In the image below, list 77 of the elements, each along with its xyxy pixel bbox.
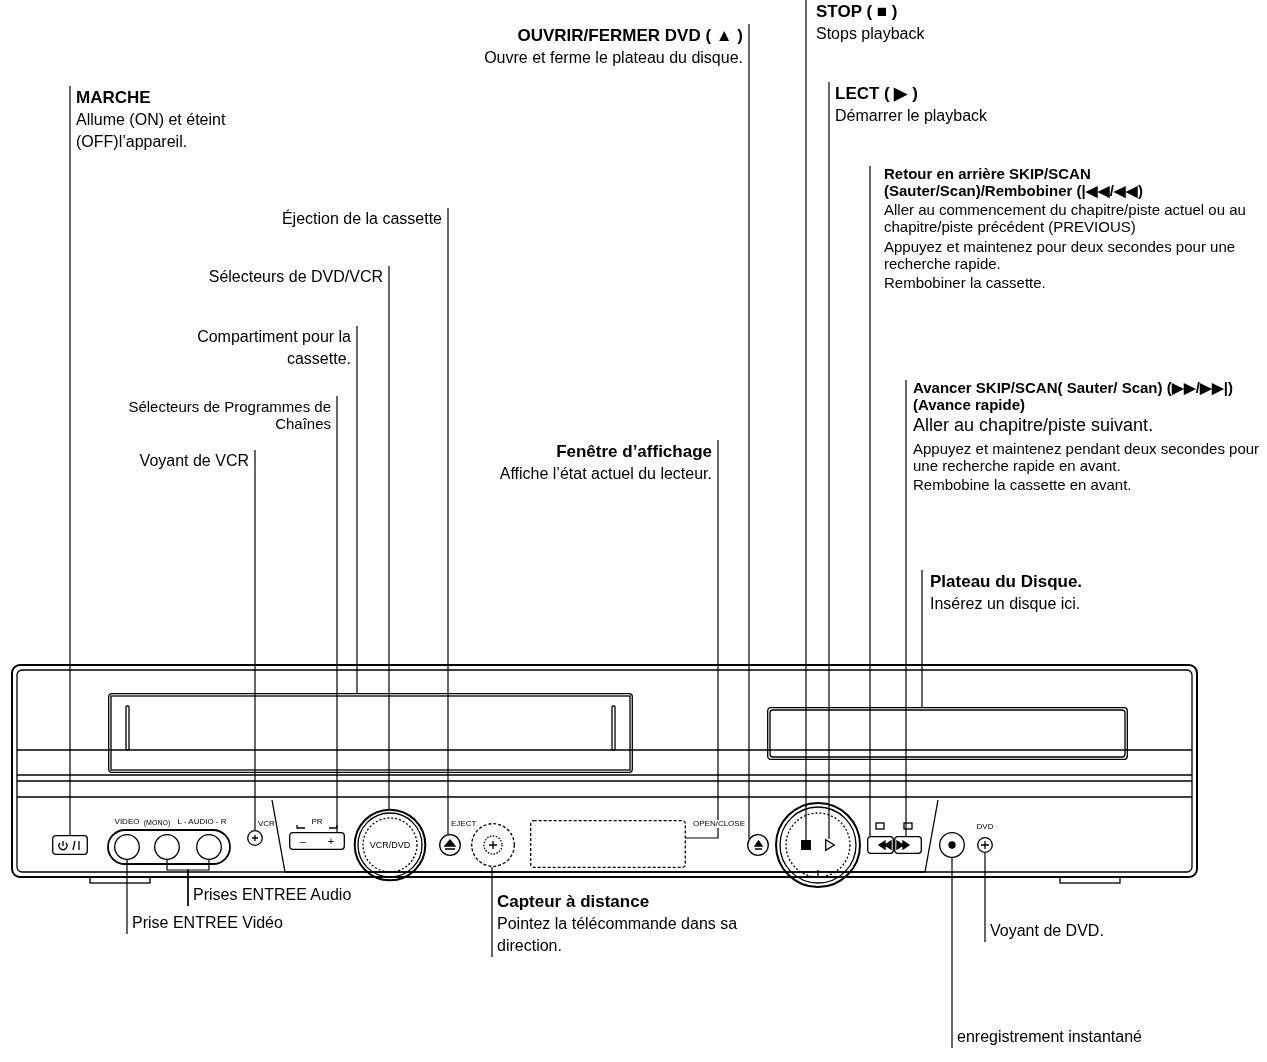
callout-text: Stops playback [816, 24, 926, 45]
callout-heading: Retour en arrière SKIP/SCAN (Sauter/Scan)/Rembobiner (|◀◀/◀◀) [884, 166, 1144, 199]
audio-jack [196, 834, 222, 860]
disc-tray [767, 707, 1128, 760]
leader-line [388, 265, 390, 810]
display-window [530, 820, 686, 868]
callout-text: Sélecteurs de Programmes de Chaînes [127, 398, 331, 433]
callout-text: Démarrer le playback [835, 106, 989, 127]
callout-heading: STOP ( ■ ) [816, 1, 899, 23]
callout-text: Appuyez et maintenez pour deux secondes pour une recherche rapide. [884, 237, 1237, 272]
leader-line [984, 852, 986, 943]
leader-line [748, 23, 750, 840]
callout-text: Voyant de DVD. [990, 921, 1105, 941]
leader-line [921, 569, 923, 708]
callout-heading: Avancer SKIP/SCAN( Sauter/ Scan) (▶▶/▶▶|)(Avance rapide) [913, 380, 1235, 413]
panel-label: OPEN/CLOSE [693, 820, 745, 828]
callout-text: Compartiment pour la cassette. [196, 327, 351, 369]
panel-label: DVD [976, 823, 994, 831]
callout-text: Affiche l’état actuel du lecteur. [498, 464, 712, 485]
callout-heading: LECT ( ▶ ) [835, 83, 919, 105]
callout-text: Aller au chapitre/piste suivant. [913, 414, 1155, 437]
indicator-light [977, 837, 993, 853]
leader-line [336, 395, 338, 833]
channel-button [289, 832, 345, 850]
leader-line [951, 857, 953, 1049]
indicator-light [247, 830, 263, 846]
open-close-button [747, 834, 769, 856]
cassette-slot [108, 693, 633, 773]
power-button [52, 835, 88, 855]
callout-text: Insérez un disque ici. [930, 594, 1082, 615]
leader-line [187, 859, 210, 907]
leader-line [805, 0, 807, 841]
panel-label: VCR [258, 820, 275, 828]
fast-forward-button [894, 836, 922, 854]
leader-line [356, 325, 358, 694]
callout-text: Aller au commencement du chapitre/piste actuel ou au chapitre/piste précédent (PREVIOUS) [884, 201, 1247, 236]
rewind-button [867, 836, 894, 854]
video-jack [114, 834, 140, 860]
panel-label: PR [311, 818, 323, 826]
record-button [939, 832, 965, 858]
callout-heading: OUVRIR/FERMER DVD ( ▲ ) [516, 25, 743, 47]
leader-line [869, 165, 871, 837]
button-label: + [327, 835, 335, 847]
callout-text: Voyant de VCR [138, 451, 249, 471]
leader-line [828, 81, 830, 840]
callout-text: Sélecteurs de DVD/VCR [207, 267, 383, 287]
callout-heading: MARCHE [76, 87, 152, 109]
selector-knob [354, 809, 426, 881]
callout-text: Prises ENTREE Audio [193, 885, 353, 905]
callout-text: Appuyez et maintenez pendant deux secondes pour une recherche rapide en avant. [913, 439, 1261, 475]
button-label: – [299, 835, 306, 847]
stop-button [801, 840, 811, 850]
callout-text: Rembobine la cassette en avant. [913, 476, 1133, 494]
callout-text: Prise ENTREE Vidéo [132, 913, 284, 933]
panel-label: EJECT [451, 820, 477, 828]
leader-line [685, 439, 719, 839]
callout-heading: Fenêtre d’affichage [555, 441, 712, 463]
callout-text: enregistrement instantané [957, 1027, 1143, 1047]
callout-text: Éjection de la cassette [280, 208, 442, 229]
leader-line [447, 207, 449, 835]
callout-text: Pointez la télécommande dans sa direction. [497, 914, 739, 957]
callout-heading: Plateau du Disque. [930, 571, 1084, 593]
callout-heading: Capteur à distance [497, 891, 651, 913]
panel-label: VIDEO [114, 818, 140, 826]
play-button [825, 839, 835, 851]
panel-label: L - AUDIO - R [177, 818, 227, 826]
callout-text: Rembobiner la cassette. [884, 274, 1047, 292]
leader-line [254, 449, 256, 831]
eject-button [439, 834, 461, 856]
callout-text: Ouvre et ferme le plateau du disque. [483, 48, 743, 69]
audio-jack [154, 834, 180, 860]
button-label: VCR/DVD [369, 840, 411, 850]
leader-line [69, 85, 71, 836]
leader-line [905, 379, 907, 837]
leader-line [126, 859, 128, 935]
callout-text: Allume (ON) et éteint (OFF)l’appareil. [76, 110, 227, 153]
leader-line [491, 866, 493, 958]
